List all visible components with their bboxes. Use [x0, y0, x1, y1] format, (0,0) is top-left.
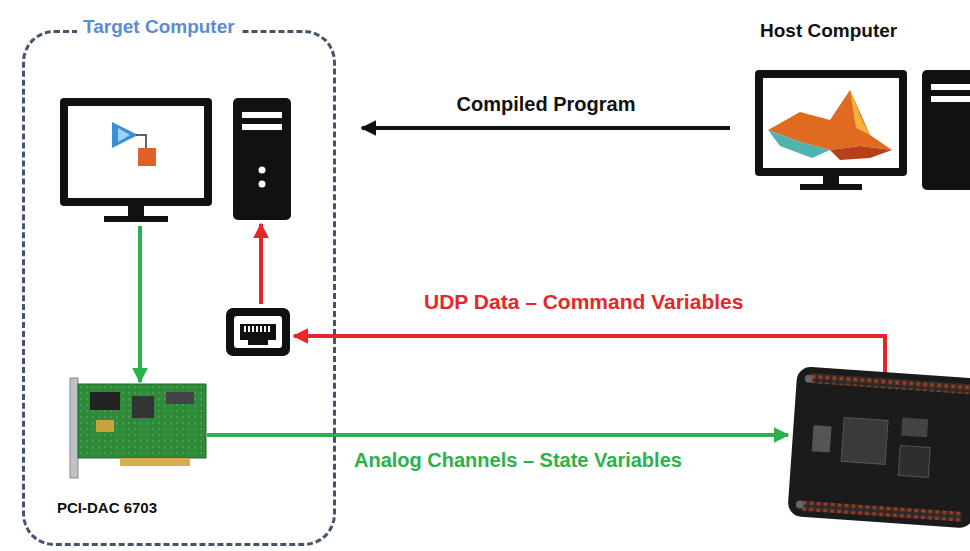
daq-card: PCI-DAC 6703 [51, 375, 221, 525]
program-arrow [362, 126, 730, 130]
network-arrow [259, 224, 263, 304]
host-tower [922, 70, 970, 190]
computer-region: Target ComputerPCI-DAC 6703 [22, 30, 336, 546]
signal-label: Analog Channels – State Variables [354, 449, 682, 472]
embedded-board [787, 366, 970, 529]
edge-label: Compiled Program [457, 93, 636, 116]
host-computer: Host Computer [748, 16, 966, 196]
node-heading: Host Computer [760, 20, 897, 42]
ethernet-jack [226, 308, 290, 356]
signal-label: UDP Data – Command Variables [424, 290, 743, 314]
node-heading: PCI-DAC 6703 [57, 499, 157, 516]
analog-arrow [207, 433, 788, 437]
host-monitor [755, 70, 907, 190]
bus-arrow [138, 226, 142, 382]
pci-card [70, 378, 206, 478]
target-monitor [60, 98, 212, 222]
node-heading: Target Computer [77, 16, 241, 38]
target-tower [233, 98, 291, 220]
